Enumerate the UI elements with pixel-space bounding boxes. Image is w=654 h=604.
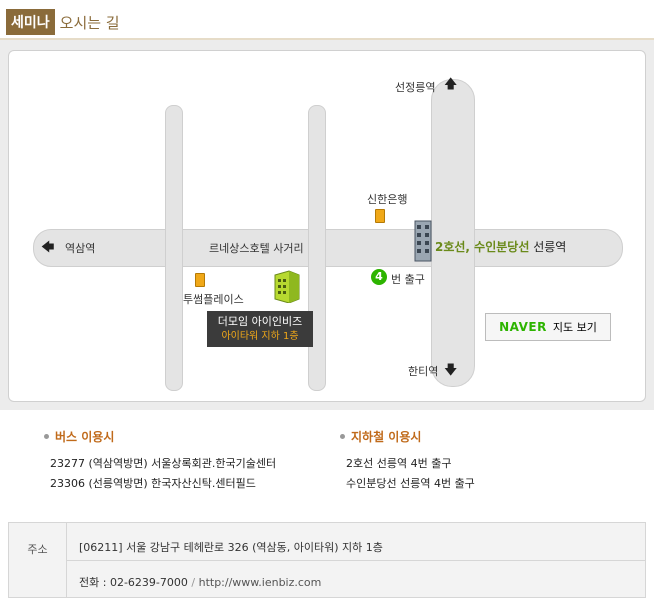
label-south: 한티역 xyxy=(408,365,439,378)
subway-line-2: 수인분당선 선릉역 4번 출구 xyxy=(346,477,475,490)
label-cafe: 투썸플레이스 xyxy=(183,293,244,306)
naver-logo: NAVER xyxy=(499,320,547,334)
label-station: 2호선, 수인분당선 선릉역 xyxy=(435,238,566,255)
label-line: 2호선, 수인분당선 xyxy=(435,240,530,254)
address-line: [06211] 서울 강남구 테헤란로 326 (역삼동, 아이타워) 지하 1… xyxy=(79,541,383,554)
naver-map-label: 지도 보기 xyxy=(552,321,597,334)
label-crossroad: 르네상스호텔 사거리 xyxy=(209,242,304,255)
bus-line-1: 23277 (역삼역방면) 서울상록회관.한국기술센터 xyxy=(50,457,277,470)
arrow-up-icon: 🡅 xyxy=(444,77,458,92)
page-title: 세미나 오시는 길 xyxy=(6,8,120,36)
venue-label-box: 더모임 아이인비즈 아이타워 지하 1층 xyxy=(207,311,313,347)
arrow-left-icon: 🡄 xyxy=(41,240,55,255)
map-area: 선정릉역 🡅 한티역 🡇 🡄 역삼역 르네상스호텔 사거리 신한은행 2호선, … xyxy=(0,40,654,410)
address-label: 주소 xyxy=(9,523,67,597)
website-link[interactable]: http://www.ienbiz.com xyxy=(198,576,322,589)
subway-section: 지하철 이용시 2호선 선릉역 4번 출구 수인분당선 선릉역 4번 출구 xyxy=(340,428,475,491)
road-vertical-main xyxy=(431,79,475,387)
arrow-down-icon: 🡇 xyxy=(444,363,458,378)
exit-number-icon: 4 xyxy=(371,269,387,285)
address-divider xyxy=(67,560,645,561)
naver-map-button[interactable]: NAVER 지도 보기 xyxy=(485,313,611,341)
road-vertical-middle xyxy=(308,105,326,391)
label-bank: 신한은행 xyxy=(367,193,408,206)
label-west: 역삼역 xyxy=(65,242,96,255)
subway-line-1: 2호선 선릉역 4번 출구 xyxy=(346,457,452,470)
road-vertical-left xyxy=(165,105,183,391)
subway-title: 지하철 이용시 xyxy=(351,430,422,444)
label-exit: 번 출구 xyxy=(391,273,425,286)
bus-title: 버스 이용시 xyxy=(55,430,115,444)
label-north: 선정릉역 xyxy=(395,81,436,94)
station-building-icon xyxy=(414,220,432,262)
road-horizontal xyxy=(33,229,623,267)
bank-marker-icon xyxy=(375,209,385,223)
cafe-marker-icon xyxy=(195,273,205,287)
contact-row: 전화 : 02-6239-7000 / http://www.ienbiz.co… xyxy=(79,574,321,590)
venue-name: 더모임 아이인비즈 xyxy=(217,315,303,328)
venue-building-icon xyxy=(274,270,300,303)
bus-section: 버스 이용시 23277 (역삼역방면) 서울상록회관.한국기술센터 23306… xyxy=(44,428,276,491)
label-station-name: 선릉역 xyxy=(533,240,567,254)
title-text: 오시는 길 xyxy=(59,13,120,32)
address-box: 주소 [06211] 서울 강남구 테헤란로 326 (역삼동, 아이타워) 지… xyxy=(8,522,646,598)
phone-label: 전화 : xyxy=(79,576,110,589)
phone-number: 02-6239-7000 xyxy=(109,576,188,589)
bullet-icon xyxy=(340,434,345,439)
venue-floor: 아이타워 지하 1층 xyxy=(221,331,299,342)
title-divider xyxy=(0,38,654,40)
bus-line-2: 23306 (선릉역방면) 한국자산신탁.센터필드 xyxy=(50,477,256,490)
bullet-icon xyxy=(44,434,49,439)
map-canvas: 선정릉역 🡅 한티역 🡇 🡄 역삼역 르네상스호텔 사거리 신한은행 2호선, … xyxy=(8,50,646,402)
title-badge: 세미나 xyxy=(6,9,55,35)
contact-separator: / xyxy=(187,576,199,589)
